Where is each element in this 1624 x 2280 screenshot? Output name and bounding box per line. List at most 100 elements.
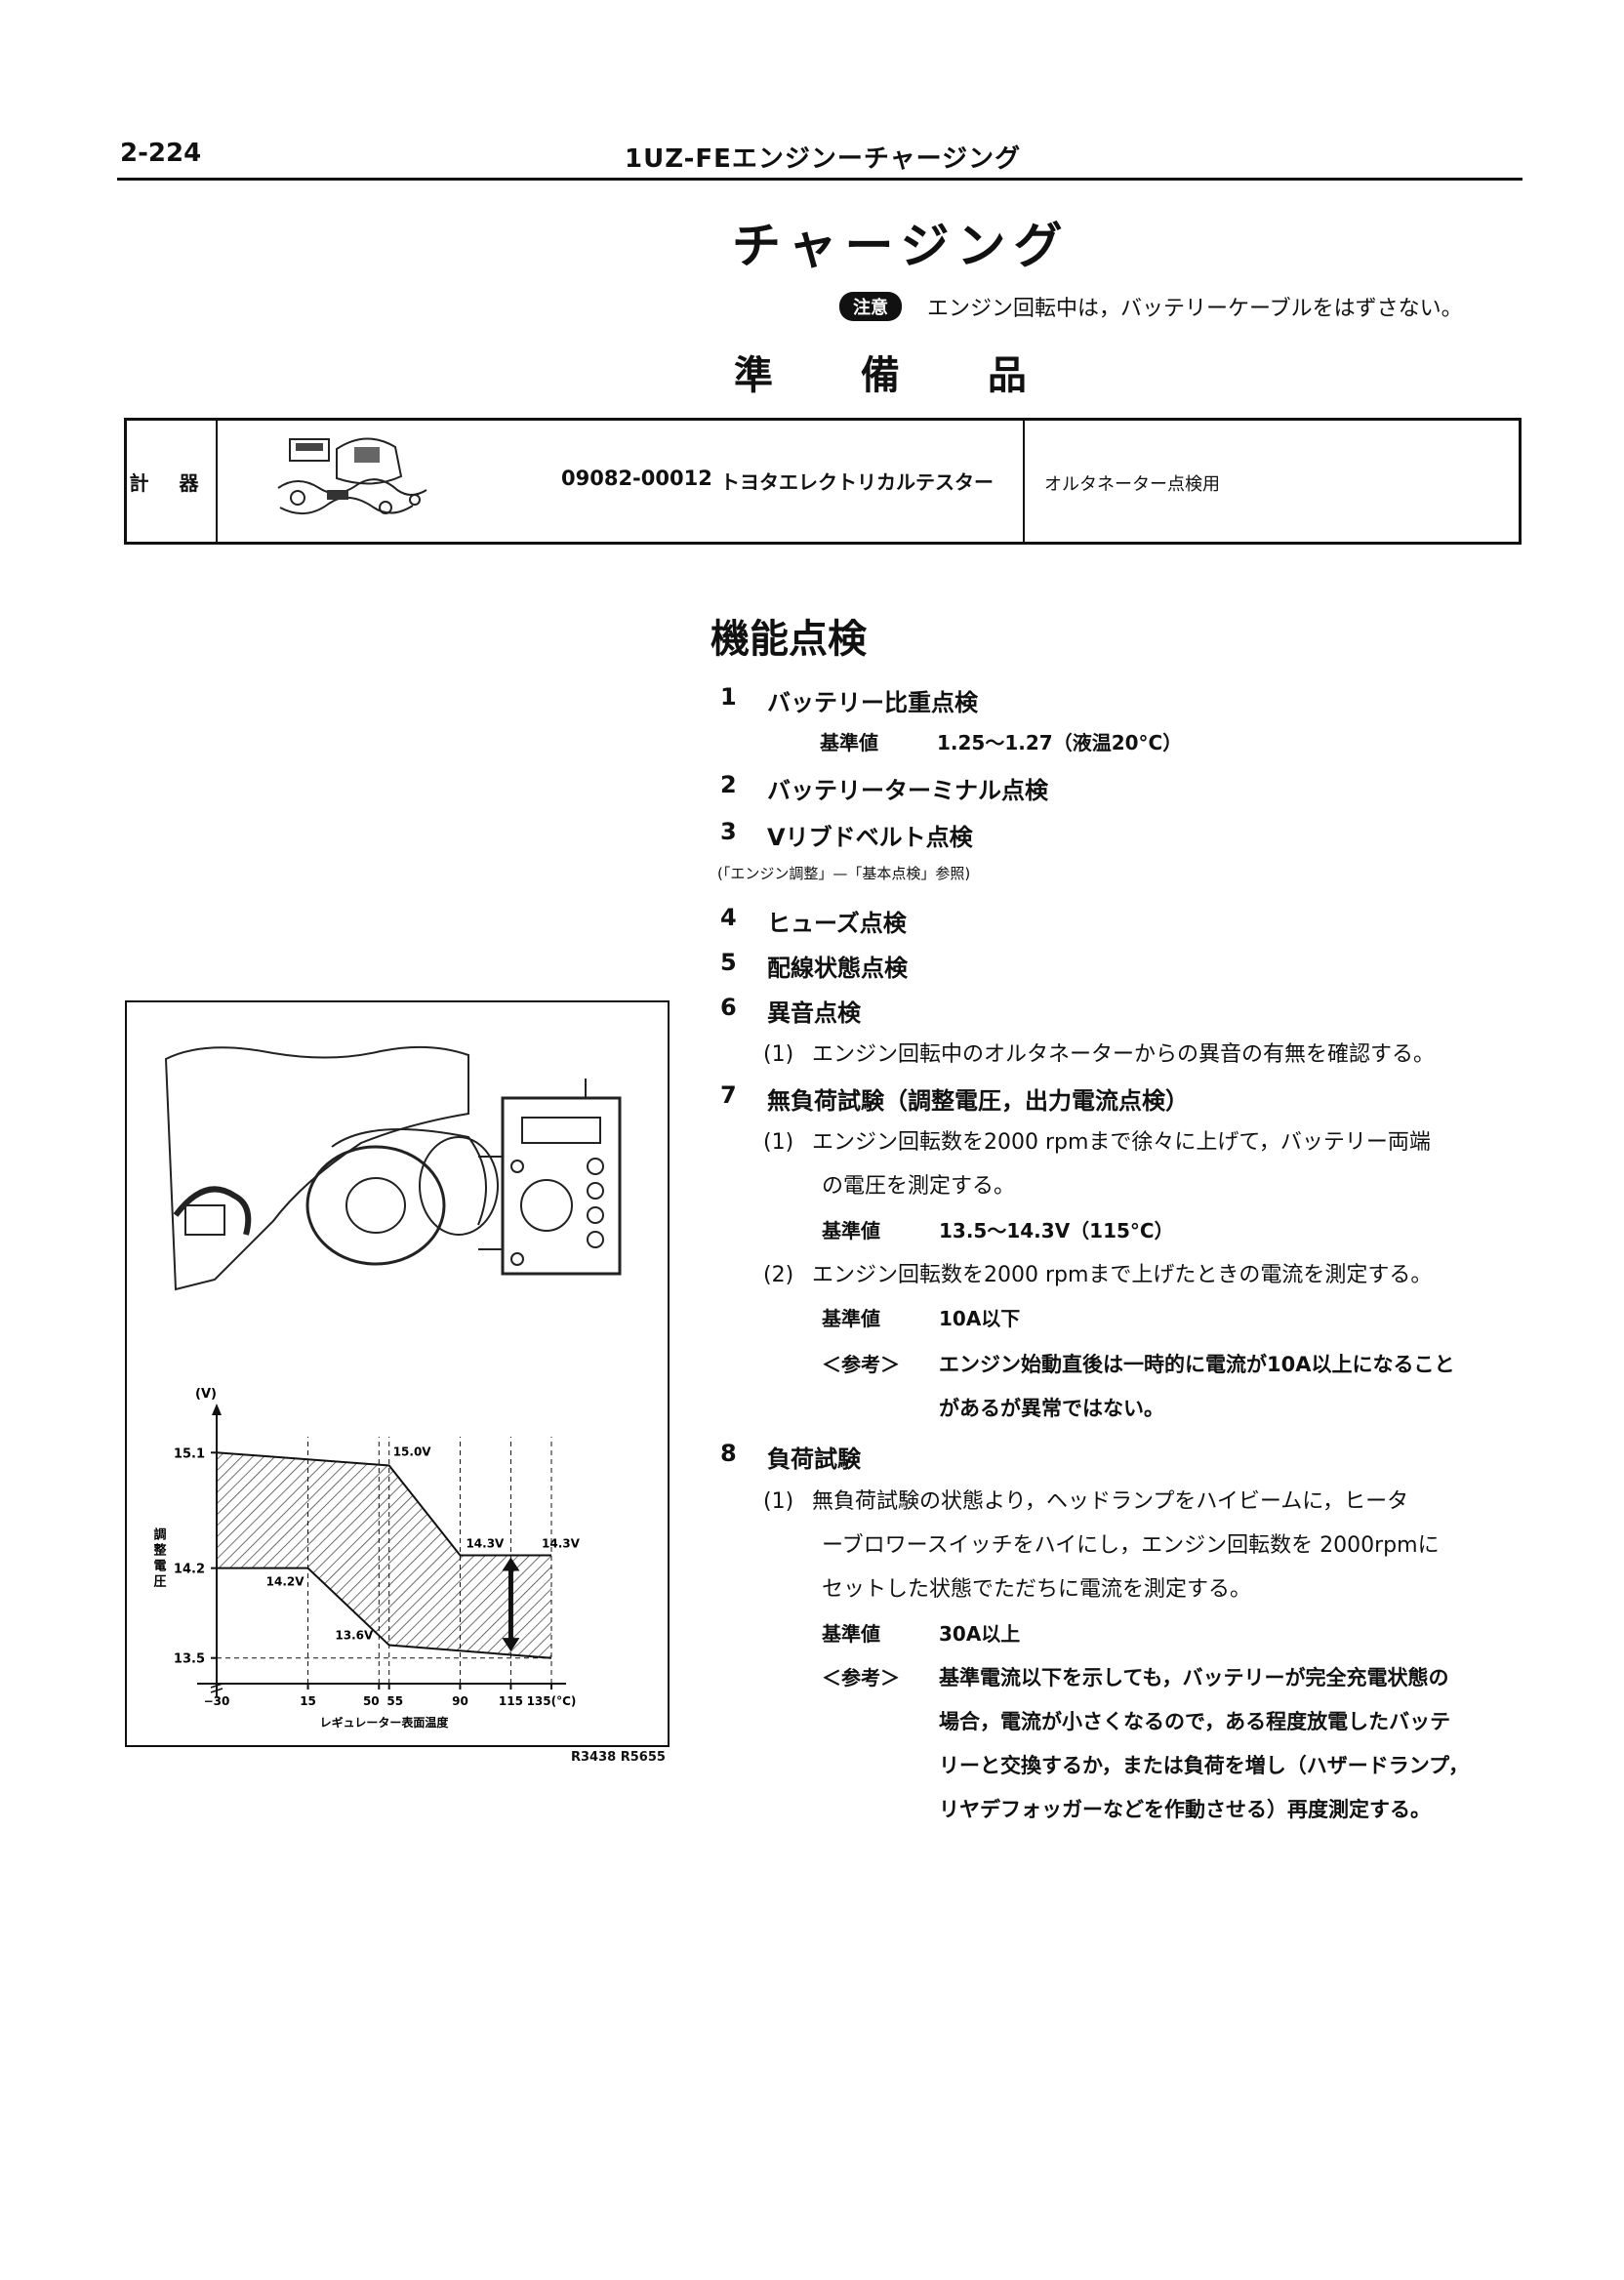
tool-category: 計 器	[124, 418, 218, 545]
value-annotation: 14.3V	[542, 1537, 581, 1551]
item-number: 7	[720, 1081, 737, 1109]
list-item: 3 Vリブドベルト点検	[720, 818, 973, 852]
upper-limit-line	[216, 1451, 551, 1557]
caution-note: 注意 エンジン回転中は，バッテリーケーブルをはずさない。	[839, 291, 1463, 322]
item-number: 8	[720, 1440, 737, 1467]
tool-use: オルタネーター点検用	[1044, 474, 1220, 495]
list-item: 2 バッテリーターミナル点検	[720, 771, 1048, 805]
reference-text: があるが異常ではない。	[939, 1397, 1164, 1420]
sub-item: (1) エンジン回転中のオルタネーターからの異音の有無を確認する。	[763, 1037, 1435, 1068]
voltage-chart: 15.1 14.2 13.5 −30 15 50 55 90 115 135(°C) 15.0V 14…	[152, 1387, 581, 1730]
y-axis-label-char: 調	[153, 1527, 166, 1543]
standard-label: 基準値	[822, 1622, 880, 1646]
sub-item-continued: ーブロワースイッチをハイにし，エンジン回転数を 2000rpmに	[822, 1533, 1440, 1558]
sub-item-number: (2)	[763, 1263, 794, 1287]
list-item: 1 バッテリー比重点検	[720, 683, 978, 717]
page-number: 2-224	[120, 139, 202, 168]
item-number: 3	[720, 818, 737, 845]
lower-limit-line	[217, 1567, 552, 1659]
reference-label: ＜参考＞	[822, 1666, 900, 1690]
sub-item-text: 無負荷試験の状態より，ヘッドランプをハイビームに，ヒータ	[812, 1489, 1409, 1514]
reference-text: 基準電流以下を示しても，バッテリーが完全充電状態の	[939, 1666, 1449, 1690]
x-tick-label: −30	[204, 1694, 230, 1708]
running-title: 1UZ-FEエンジンーチャージング	[625, 144, 1022, 174]
figure-frame	[125, 1000, 670, 1747]
y-axis-label-char: 整	[152, 1543, 167, 1559]
range-area	[217, 1452, 551, 1658]
x-tick-label: 135(°C)	[527, 1694, 577, 1708]
reference-text: リヤデフォッガーなどを作動させる）再度測定する。	[939, 1798, 1431, 1821]
item-number: 2	[720, 771, 737, 798]
standard-label: 基準値	[820, 731, 878, 754]
reference-text: リーと交換するか，または負荷を増し（ハザードランプ，	[939, 1754, 1470, 1777]
value-annotation: 13.6V	[335, 1629, 374, 1643]
tool-name: トヨタエレクトリカルテスター	[720, 470, 994, 494]
x-tick-label: 15	[300, 1694, 316, 1708]
item-label: Vリブドベルト点検	[767, 824, 973, 851]
page-title: チャージング	[732, 218, 1071, 274]
reference-text: 場合，電流が小さくなるので，ある程度放電したバッテ	[939, 1710, 1451, 1733]
standard-label: 基準値	[822, 1307, 880, 1330]
caution-text: エンジン回転中は，バッテリーケーブルをはずさない。	[927, 297, 1463, 321]
reference-label: ＜参考＞	[822, 1353, 900, 1376]
x-tick-label: 55	[386, 1694, 403, 1708]
x-axis-label: レギュレーター表面温度	[320, 1715, 450, 1730]
item-label: バッテリー比重点検	[767, 689, 978, 716]
item-number: 1	[720, 683, 737, 711]
standard-value: 1.25〜1.27（液温20°C）	[937, 731, 1183, 754]
item-label: ヒューズ点検	[767, 910, 907, 937]
item-number: 4	[720, 904, 737, 931]
tool-number: 09082-00012	[561, 467, 712, 490]
reference-note: (「エンジン調整」—「基本点検」参照)	[717, 865, 971, 882]
figure-code: R3438 R5655	[571, 1750, 666, 1765]
y-axis-label-char: 圧	[153, 1575, 166, 1590]
caution-badge: 注意	[839, 292, 902, 321]
tool-table	[124, 418, 1522, 545]
standard-label: 基準値	[822, 1219, 880, 1242]
sub-item-continued: の電圧を測定する。	[822, 1174, 1016, 1199]
sub-item: (1) 無負荷試験の状態より，ヘッドランプをハイビームに，ヒータ	[763, 1484, 1408, 1515]
reference-text: エンジン始動直後は一時的に電流が10A以上になること	[939, 1353, 1455, 1376]
y-axis-label-char: 電	[153, 1560, 166, 1574]
value-annotation: 14.2V	[266, 1575, 305, 1589]
list-item: 4 ヒューズ点検	[720, 904, 907, 938]
item-label: 配線状態点検	[767, 955, 908, 982]
alternator-tester-illustration	[164, 1045, 622, 1291]
standard-value: 13.5〜14.3V（115°C）	[939, 1219, 1174, 1242]
x-tick-label: 115	[499, 1694, 523, 1708]
y-unit-label: (V)	[195, 1387, 217, 1402]
y-tick-label: 15.1	[174, 1446, 205, 1461]
standard-value: 30A以上	[939, 1622, 1021, 1646]
list-item: 6 異音点検	[720, 994, 861, 1028]
item-label: 無負荷試験（調整電圧，出力電流点検）	[767, 1087, 1189, 1115]
value-annotation: 15.0V	[393, 1445, 432, 1458]
y-tick-label: 13.5	[174, 1652, 205, 1667]
standard-value: 10A以下	[939, 1307, 1021, 1330]
x-tick-label: 50	[363, 1694, 380, 1708]
x-tick-label: 90	[452, 1694, 468, 1708]
sub-item-text: エンジン回転数を2000 rpmまで上げたときの電流を測定する。	[812, 1263, 1433, 1287]
list-item: 5 配線状態点検	[720, 949, 908, 983]
sub-item-text: エンジン回転中のオルタネーターからの異音の有無を確認する。	[812, 1042, 1436, 1067]
preparation-heading: 準 備 品	[734, 353, 1064, 398]
sub-item: (1) エンジン回転数を2000 rpmまで徐々に上げて，バッテリー両端	[763, 1124, 1431, 1156]
item-number: 6	[720, 994, 737, 1021]
range-arrow-head	[502, 1557, 520, 1571]
sub-item-number: (1)	[763, 1130, 794, 1155]
item-number: 5	[720, 949, 737, 976]
tool-separator	[1023, 420, 1025, 543]
y-axis-arrow	[212, 1404, 222, 1415]
range-arrow-head	[502, 1638, 520, 1652]
sub-item-number: (1)	[763, 1489, 794, 1514]
inspection-heading: 機能点検	[710, 617, 867, 662]
value-annotation: 14.3V	[466, 1537, 505, 1551]
list-item: 7 無負荷試験（調整電圧，出力電流点検）	[720, 1081, 1189, 1116]
header-rule	[117, 178, 1522, 181]
y-tick-label: 14.2	[174, 1563, 205, 1577]
item-label: バッテリーターミナル点検	[767, 777, 1048, 804]
sub-item-number: (1)	[763, 1042, 794, 1067]
sub-item-text: エンジン回転数を2000 rpmまで徐々に上げて，バッテリー両端	[812, 1130, 1431, 1155]
item-label: 異音点検	[767, 999, 861, 1027]
sub-item-continued: セットした状態でただちに電流を測定する。	[822, 1577, 1252, 1602]
item-label: 負荷試験	[767, 1445, 861, 1473]
